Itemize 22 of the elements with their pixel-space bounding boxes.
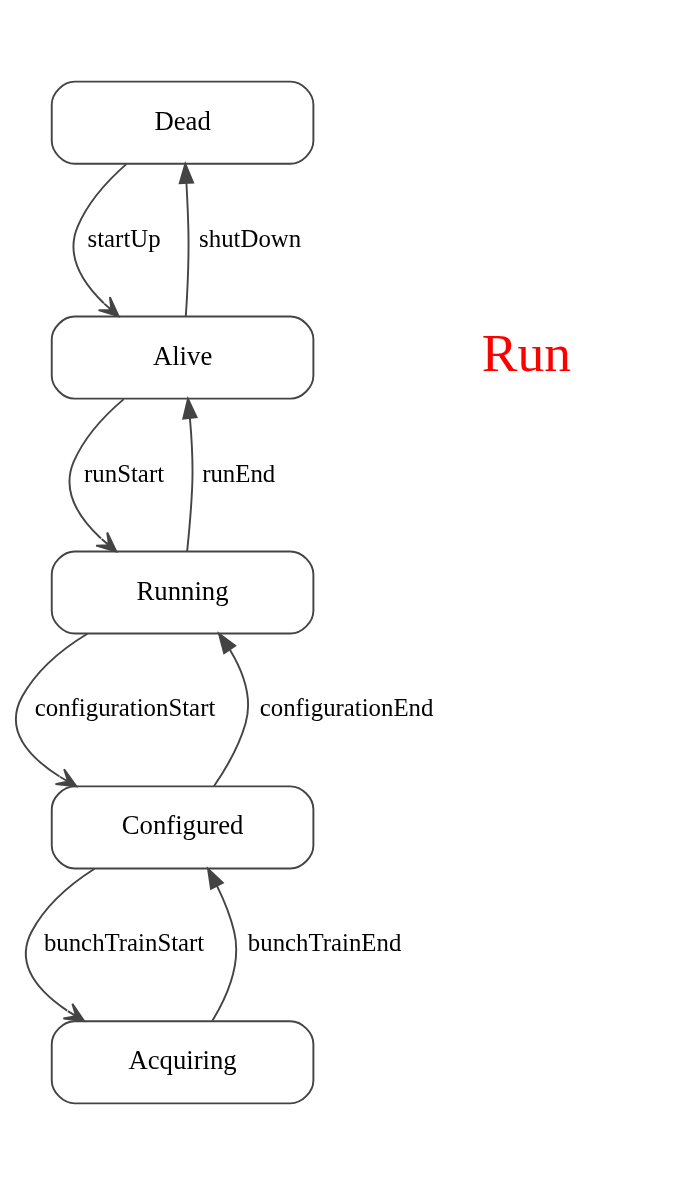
node-box: Alive xyxy=(50,315,315,400)
node-box: Acquiring xyxy=(50,1020,315,1105)
edge-label: runStart xyxy=(84,459,165,487)
node-box: Running xyxy=(50,550,315,635)
node-box: Dead xyxy=(50,80,315,165)
arrow xyxy=(206,866,238,1022)
arrow xyxy=(68,398,125,553)
edge-label: bunchTrainEnd xyxy=(247,929,402,957)
arrow xyxy=(212,631,249,788)
edge-label: runEnd xyxy=(202,459,276,487)
label: Run xyxy=(481,322,571,383)
edge-label: shutDown xyxy=(199,224,302,252)
arrow xyxy=(182,396,198,553)
node-box: Configured xyxy=(50,785,315,870)
arrow xyxy=(15,632,89,788)
arrow xyxy=(24,867,96,1023)
arrow xyxy=(178,161,195,318)
arrow xyxy=(72,163,128,318)
edge-label: configurationStart xyxy=(34,694,216,722)
edge-label: configurationEnd xyxy=(259,694,434,722)
edge-label: bunchTrainStart xyxy=(43,929,205,957)
edge-label: startUp xyxy=(87,224,161,252)
